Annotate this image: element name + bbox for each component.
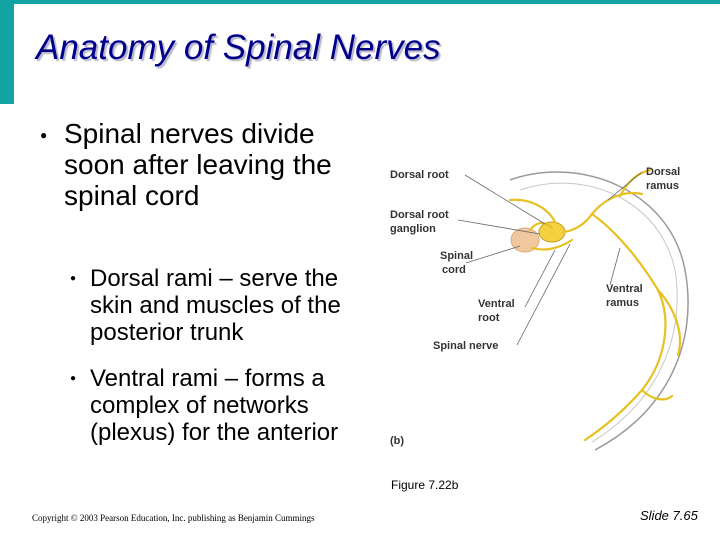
label-dorsal-ramus: ramus [646,180,679,192]
spinal-nerve-figure: Dorsal root Dorsal root ganglion Spinal … [380,150,700,460]
label-dorsal-ramus: Dorsal [646,166,680,178]
slide-title: Anatomy of Spinal Nerves [36,30,441,65]
label-spinal-cord: Spinal [440,250,473,262]
dorsal-ramus-nerve [592,193,642,214]
nerve-branch [510,200,555,222]
label-ventral-ramus: Ventral [606,283,643,295]
ganglion-shape [539,222,565,242]
leader-line [517,244,570,345]
body-outline [510,172,688,450]
copyright-footer: Copyright © 2003 Pearson Education, Inc.… [32,513,315,523]
slide-number: Slide 7.65 [640,508,698,523]
leader-line [525,250,555,307]
label-spinal-cord: cord [442,264,466,276]
label-ventral-root: root [478,312,500,324]
label-dorsal-root: Dorsal root [390,169,449,181]
leader-line [466,246,520,263]
sub-bullet-text: Ventral rami – forms a complex of networ… [90,365,370,446]
label-ganglion: Dorsal root [390,209,449,221]
bullet-marker: ● [40,128,47,142]
left-accent-bar [0,0,14,104]
label-panel-b: (b) [390,435,404,447]
top-accent-bar [0,0,720,12]
ventral-ramus-nerve [585,214,665,440]
leader-line [458,220,540,234]
leader-line [465,175,545,224]
nerve-branch [642,390,672,399]
bullet-text: Spinal nerves divide soon after leaving … [64,118,364,211]
label-ventral-root: Ventral [478,298,515,310]
figure-caption: Figure 7.22b [391,478,458,492]
bullet-marker: ● [70,273,76,284]
leader-line [610,248,620,285]
bullet-marker: ● [70,373,76,384]
spinal-nerve-trunk [564,214,592,232]
label-ventral-ramus: ramus [606,297,639,309]
label-spinal-nerve: Spinal nerve [433,340,498,352]
sub-bullet-text: Dorsal rami – serve the skin and muscles… [90,265,370,346]
label-ganglion: ganglion [390,223,436,235]
